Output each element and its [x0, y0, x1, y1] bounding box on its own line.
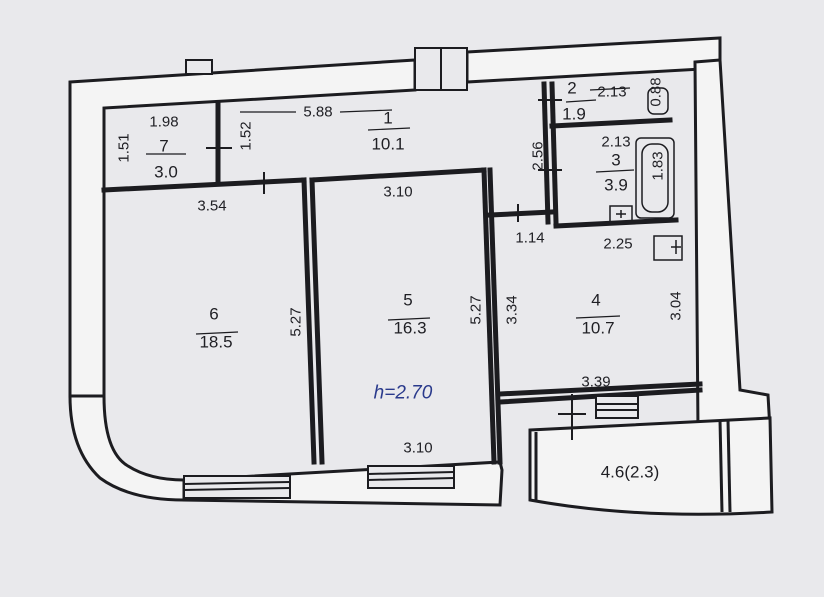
dim-1-83: 1.83: [649, 151, 667, 181]
dim-5-27-right: 5.27: [467, 295, 485, 325]
room-5-number: 5: [403, 290, 413, 310]
dim-3-10-top: 3.10: [383, 183, 413, 201]
room-3-area: 3.9: [604, 175, 628, 195]
dim-1-14: 1.14: [515, 229, 545, 247]
top-openings: [185, 47, 468, 91]
dim-5-88: 5.88: [303, 103, 333, 121]
dim-2-13-top: 2.13: [597, 83, 627, 101]
room-6-area: 18.5: [199, 332, 233, 352]
dimension-lines: [146, 87, 635, 335]
bottom-windows: [183, 395, 639, 499]
room-2-area: 1.9: [562, 104, 586, 124]
room-4-area: 10.7: [581, 318, 615, 338]
dim-5-27-left: 5.27: [287, 307, 305, 337]
toilet: [647, 87, 669, 115]
dim-0-88: 0.88: [647, 77, 665, 107]
dim-1-51: 1.51: [115, 133, 133, 163]
sink-4: [653, 235, 683, 261]
room-3-number: 3: [611, 150, 621, 170]
top-wall-left: [68, 58, 417, 398]
top-wall-right: [465, 36, 722, 84]
dim-2-56: 2.56: [529, 141, 547, 171]
dim-1-98: 1.98: [149, 113, 179, 131]
room-1-area: 10.1: [371, 134, 405, 154]
sink-3: [609, 205, 633, 223]
door-marks: [206, 99, 586, 440]
room-1-number: 1: [383, 108, 393, 128]
room-6-number: 6: [209, 304, 219, 324]
curved-wall: [68, 394, 186, 502]
room-5-area: 16.3: [393, 318, 427, 338]
room-7-area: 3.0: [154, 162, 178, 182]
dim-3-39: 3.39: [581, 373, 611, 391]
dim-2-25: 2.25: [603, 235, 633, 253]
bath-fixtures: [609, 87, 683, 261]
ceiling-height-label: h=2.70: [373, 382, 433, 404]
right-wall: [693, 58, 772, 432]
dim-3-04: 3.04: [667, 291, 685, 321]
balcony: [528, 416, 774, 516]
room-2-number: 2: [567, 78, 577, 98]
room-7-number: 7: [159, 136, 169, 156]
dim-3-10-bottom: 3.10: [403, 439, 433, 457]
window-room-4: [595, 395, 639, 419]
dim-3-54: 3.54: [197, 197, 227, 215]
top-stub: [185, 59, 213, 75]
window-room-5: [367, 465, 455, 489]
bathtub: [635, 137, 675, 219]
dim-2-13-mid: 2.13: [601, 133, 631, 151]
window-room-6: [183, 475, 291, 499]
room-4-number: 4: [591, 290, 601, 310]
balcony-area: 4.6(2.3): [600, 462, 660, 482]
dim-1-52: 1.52: [237, 121, 255, 151]
dim-3-34: 3.34: [503, 295, 521, 325]
